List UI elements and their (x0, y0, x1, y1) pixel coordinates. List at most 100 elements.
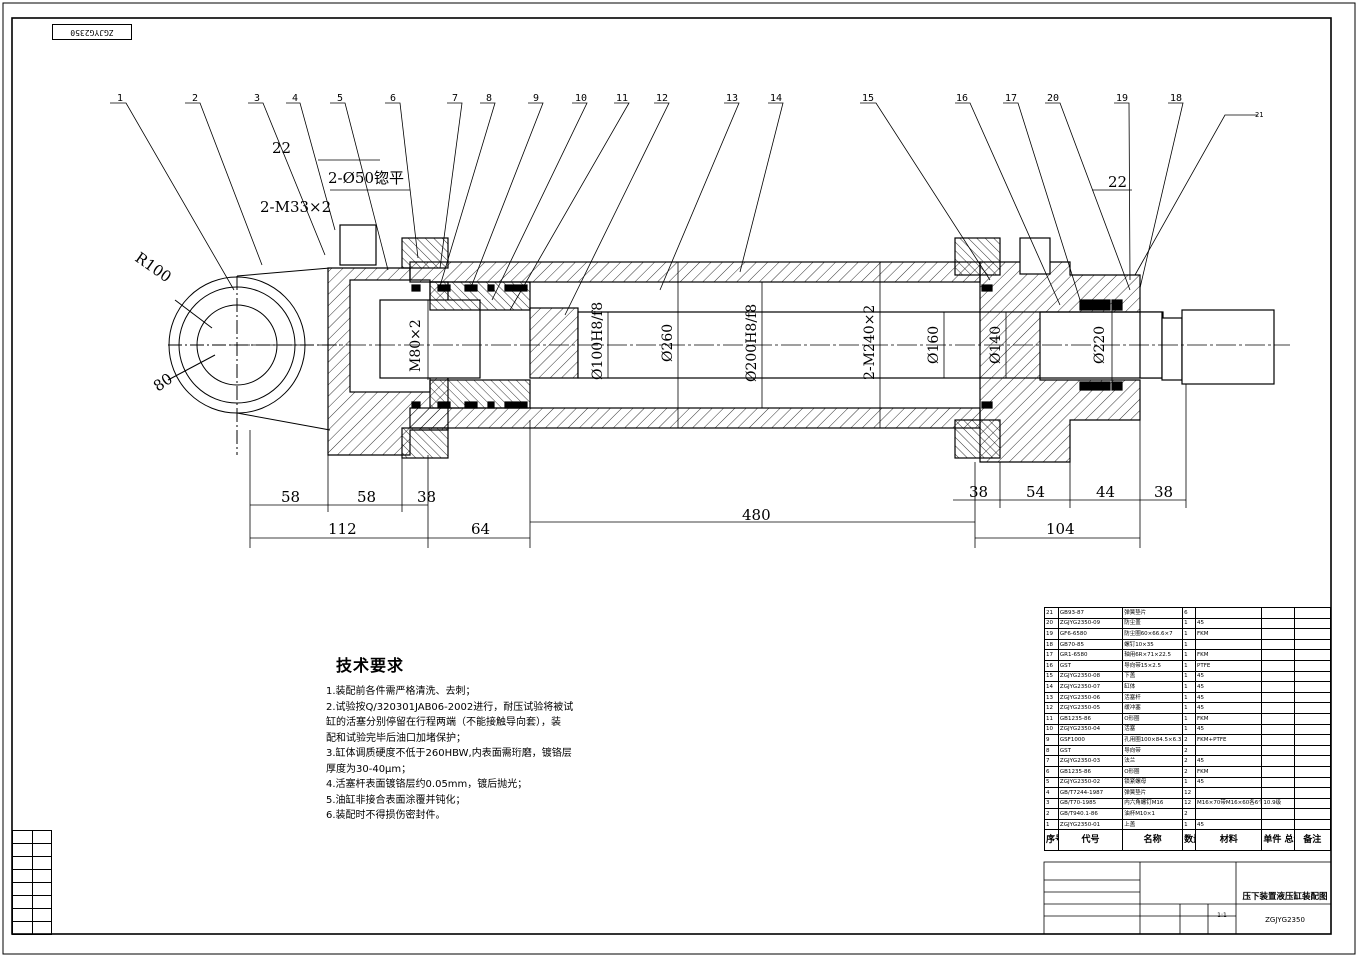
bom-cell: 45 (1195, 776, 1263, 789)
bom-cell: O形圈 (1122, 712, 1184, 725)
bom-header-cell: 名称 (1122, 829, 1184, 852)
part-label: 3 (254, 93, 260, 104)
bom-cell: 45 (1195, 702, 1263, 714)
bom-cell (1293, 649, 1332, 661)
bom-cell: 45 (1195, 691, 1263, 704)
bom-cell: FKM (1195, 765, 1263, 778)
bom-cell: ZGJYG2350-06 (1057, 691, 1124, 704)
bom-cell: 下盖 (1122, 670, 1184, 683)
bom-cell: 活塞 (1122, 723, 1184, 736)
bom-cell: GB70-85 (1057, 638, 1124, 651)
side-cell (31, 895, 52, 909)
dim-58a: 58 (281, 488, 300, 506)
bom-cell: ZGJYG2350-01 (1057, 818, 1124, 831)
bom-header-cell: 单件 总计 重量 (1261, 829, 1295, 852)
part-label: 13 (726, 93, 738, 104)
dim-phi200: Ø200H8/f8 (744, 304, 760, 382)
linear-dims (249, 159, 1187, 548)
bom-cell: 内六角螺钉M16 (1122, 797, 1184, 810)
bom-cell: GB/T7244-1987 (1057, 787, 1124, 799)
bom-cell (1293, 723, 1332, 736)
dim-22-left: 22 (272, 139, 291, 157)
bom-cell (1261, 681, 1295, 693)
bom-cell: ZGJYG2350-04 (1057, 723, 1124, 736)
dim-64: 64 (471, 520, 490, 538)
technical-requirements: 技术要求 1.装配前各件需严格清洗、去刺； 2.试验按Q/320301JAB06… (326, 652, 586, 824)
bom-cell (1293, 681, 1332, 693)
side-cell (12, 830, 33, 844)
part-label: 8 (486, 93, 492, 104)
bom-cell (1293, 755, 1332, 767)
bom-cell: 1 (1182, 723, 1197, 736)
side-cell (31, 869, 52, 883)
drawing-scale: 1:1 (1217, 912, 1227, 919)
bom-cell: 1 (1182, 681, 1197, 693)
bom-cell: 1 (1182, 649, 1197, 661)
side-cell (12, 856, 33, 870)
tech-line: 厚度为30-40μm； (326, 763, 412, 775)
bom-cell: 1 (1182, 702, 1197, 714)
bom-cell: 13 (1044, 691, 1059, 704)
bom-cell (1293, 765, 1332, 778)
bom-cell: 上盖 (1122, 818, 1184, 831)
bom-cell (1195, 744, 1263, 757)
bom-cell: ZGJYG2350-07 (1057, 681, 1124, 693)
dim-104: 104 (1046, 520, 1075, 538)
bom-cell: 2 (1182, 755, 1197, 767)
bom-cell (1261, 734, 1295, 746)
title-block-lines (1043, 861, 1332, 935)
bom-cell: M16×70带M16×60各6个 (1195, 797, 1263, 810)
bom-cell: 4 (1044, 787, 1059, 799)
dim-44: 44 (1096, 483, 1115, 501)
bom-cell: 12 (1044, 702, 1059, 714)
bom-cell: 12 (1182, 787, 1197, 799)
part-label: 17 (1005, 93, 1017, 104)
bom-cell: 10 (1044, 723, 1059, 736)
bom-cell: 2 (1182, 734, 1197, 746)
bom-cell: 16 (1044, 659, 1059, 672)
side-cell (31, 843, 52, 857)
bom-cell: 2 (1182, 808, 1197, 820)
dim-phi140: Ø140 (988, 326, 1004, 364)
bom-cell (1293, 734, 1332, 746)
bom-cell: GR1-6580 (1057, 649, 1124, 661)
part-label: 2 (192, 93, 198, 104)
dim-phi160: Ø160 (926, 326, 942, 364)
part-label: 16 (956, 93, 968, 104)
leader-lines (110, 102, 1258, 316)
part-label: 20 (1047, 93, 1059, 104)
bom-cell: 孔用圈100×84.5×6.3 (1122, 734, 1184, 746)
side-cell (31, 856, 52, 870)
bom-cell (1195, 607, 1263, 619)
dim-38c: 38 (1154, 483, 1173, 501)
bom-cell (1293, 712, 1332, 725)
bom-cell (1195, 638, 1263, 651)
bom-cell: GB/T940.1-86 (1057, 808, 1124, 820)
bom-cell: 45 (1195, 755, 1263, 767)
tech-title: 技术要求 (336, 656, 405, 675)
side-cell (12, 921, 33, 935)
bom-cell: FKM (1195, 628, 1263, 640)
bom-cell: FKM (1195, 649, 1263, 661)
bom-cell: 1 (1182, 712, 1197, 725)
bom-header-cell: 材料 (1195, 829, 1263, 852)
bom-cell (1261, 649, 1295, 661)
bom-cell: ZGJYG2350-03 (1057, 755, 1124, 767)
bom-cell: 45 (1195, 670, 1263, 683)
side-cell (12, 869, 33, 883)
part-label: 15 (862, 93, 874, 104)
bom-cell (1261, 670, 1295, 683)
dim-54: 54 (1026, 483, 1045, 501)
bom-cell: 导向带 (1122, 744, 1184, 757)
bom-cell: 20 (1044, 617, 1059, 630)
bom-cell: 螺钉10×35 (1122, 638, 1184, 651)
dim-480: 480 (742, 506, 771, 524)
part-label: 9 (533, 93, 539, 104)
